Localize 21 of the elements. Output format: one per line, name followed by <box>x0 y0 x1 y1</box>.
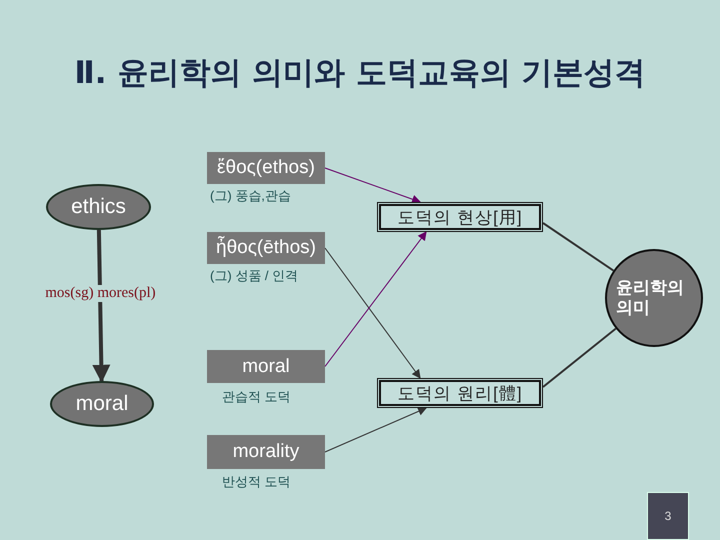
arrow <box>324 231 427 367</box>
edge-label: mos(sg) mores(pl) <box>45 285 156 302</box>
arrow <box>92 230 110 383</box>
page-number: 3 <box>647 492 689 540</box>
concept-box: 도덕의 현상[用] <box>377 202 543 232</box>
caption-text: 관습적 도덕 <box>222 388 291 406</box>
arrow <box>324 407 427 452</box>
concept-box: 도덕의 원리[體] <box>377 378 543 408</box>
term-ellipse: moral <box>50 381 154 427</box>
caption-text: (그) 성품 / 인격 <box>210 267 298 285</box>
slide-title: Ⅱ. 윤리학의 의미와 도덕교육의 기본성격 <box>73 54 647 93</box>
arrow <box>324 248 421 379</box>
arrow <box>324 168 421 204</box>
caption-text: 반성적 도덕 <box>222 473 291 491</box>
term-ellipse: ethics <box>46 184 151 230</box>
term-box: moral <box>207 350 325 383</box>
term-box: morality <box>207 435 325 469</box>
concept-circle: 윤리학의 의미 <box>605 249 703 347</box>
caption-text: (그) 풍습,관습 <box>210 187 291 205</box>
term-box: ἦθος(ēthos) <box>207 232 325 264</box>
term-box: ἔθος(ethos) <box>207 152 325 184</box>
